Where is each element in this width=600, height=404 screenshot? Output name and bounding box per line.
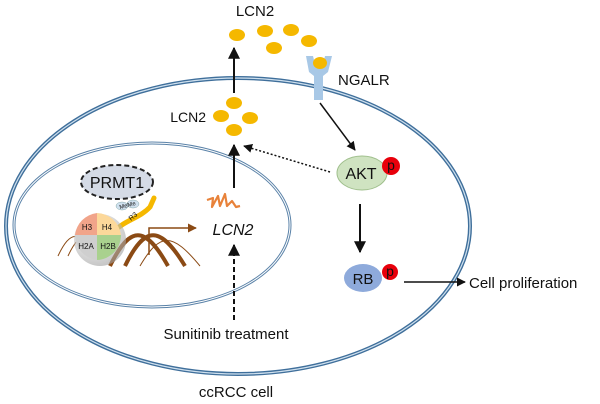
- meme-methylation: MeMe: [115, 199, 140, 211]
- lcn2-mrna: [206, 192, 241, 209]
- prmt1-label: PRMT1: [90, 175, 144, 192]
- rb-phospho-label: p: [386, 263, 394, 279]
- rb-label: RB: [353, 271, 374, 288]
- lcn2-cytoplasm-proteins: [213, 97, 258, 136]
- akt-label: AKT: [345, 166, 376, 183]
- prmt1-node: PRMT1: [80, 164, 154, 200]
- lcn2-cytoplasm-label: LCN2: [170, 109, 206, 125]
- nucleosome: H3 H4 H2A H2B: [74, 213, 126, 266]
- lcn2-protein: [226, 97, 242, 109]
- r3-label: R3: [128, 211, 139, 222]
- lcn2-protein: [226, 124, 242, 136]
- ngalr-receptor: [306, 56, 332, 100]
- lcn2-gene-label: LCN2: [213, 222, 254, 239]
- cell-membrane: [4, 76, 472, 376]
- rb-node: RB p: [344, 263, 398, 292]
- h2a-label: H2A: [78, 242, 94, 251]
- cell-type-label: ccRCC cell: [199, 384, 273, 401]
- lcn2-extracellular-label: LCN2: [236, 3, 274, 20]
- nucleus-membrane: [12, 141, 292, 309]
- akt-node: AKT p: [336, 155, 400, 191]
- lcn2-protein: [266, 42, 282, 54]
- lcn2-protein: [229, 29, 245, 41]
- ngalr-to-akt-arrow: [319, 102, 356, 151]
- lcn2-protein: [283, 24, 299, 36]
- akt-phospho-badge: [382, 157, 400, 175]
- meme-label: MeMe: [119, 201, 137, 211]
- ngalr-label: NGALR: [338, 72, 390, 89]
- transcription-start-arrow: [148, 223, 197, 255]
- h3-label: H3: [82, 223, 93, 232]
- lcn2-protein: [213, 110, 229, 122]
- akt-to-lcn2-dotted-arrow: [243, 144, 331, 173]
- cell-proliferation-label: Cell proliferation: [469, 275, 577, 292]
- lcn2-extracellular-proteins: [229, 24, 317, 54]
- lcn2-protein: [301, 35, 317, 47]
- h4-label: H4: [102, 223, 113, 232]
- lcn2-protein: [242, 112, 258, 124]
- h2b-label: H2B: [100, 242, 116, 251]
- sunitinib-label: Sunitinib treatment: [163, 326, 289, 343]
- rb-phospho-badge: [382, 264, 398, 280]
- akt-phospho-label: p: [387, 157, 395, 173]
- lcn2-protein: [257, 25, 273, 37]
